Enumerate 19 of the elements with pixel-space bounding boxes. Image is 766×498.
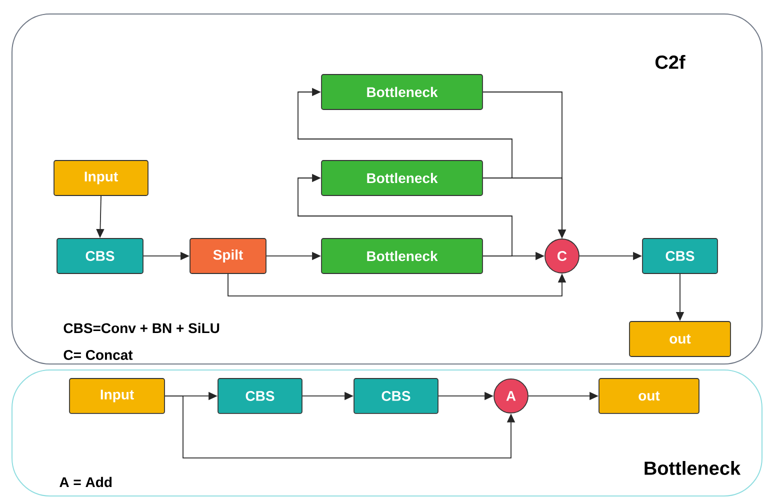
- process-box: out: [629, 321, 731, 357]
- note-text: C= Concat: [64, 350, 133, 360]
- process-box: Input: [69, 378, 165, 414]
- process-box: CBS: [642, 238, 718, 274]
- process-box: Bottleneck: [321, 160, 483, 196]
- panel-title: Bottleneck: [644, 461, 741, 475]
- process-box: out: [598, 378, 700, 414]
- process-box: CBS: [354, 378, 438, 414]
- process-box: Spilt: [190, 238, 266, 274]
- note-text: A = Add: [60, 476, 112, 488]
- panel-title: C2f: [655, 55, 686, 69]
- process-box: CBS: [56, 238, 144, 274]
- process-box: Bottleneck: [321, 238, 483, 274]
- process-box: CBS: [218, 378, 302, 414]
- process-box: Input: [54, 160, 148, 196]
- process-box: Bottleneck: [321, 74, 483, 110]
- note-text: CBS=Conv + BN + SiLU: [64, 322, 220, 334]
- arrow: [298, 174, 512, 256]
- arrow: [298, 88, 512, 178]
